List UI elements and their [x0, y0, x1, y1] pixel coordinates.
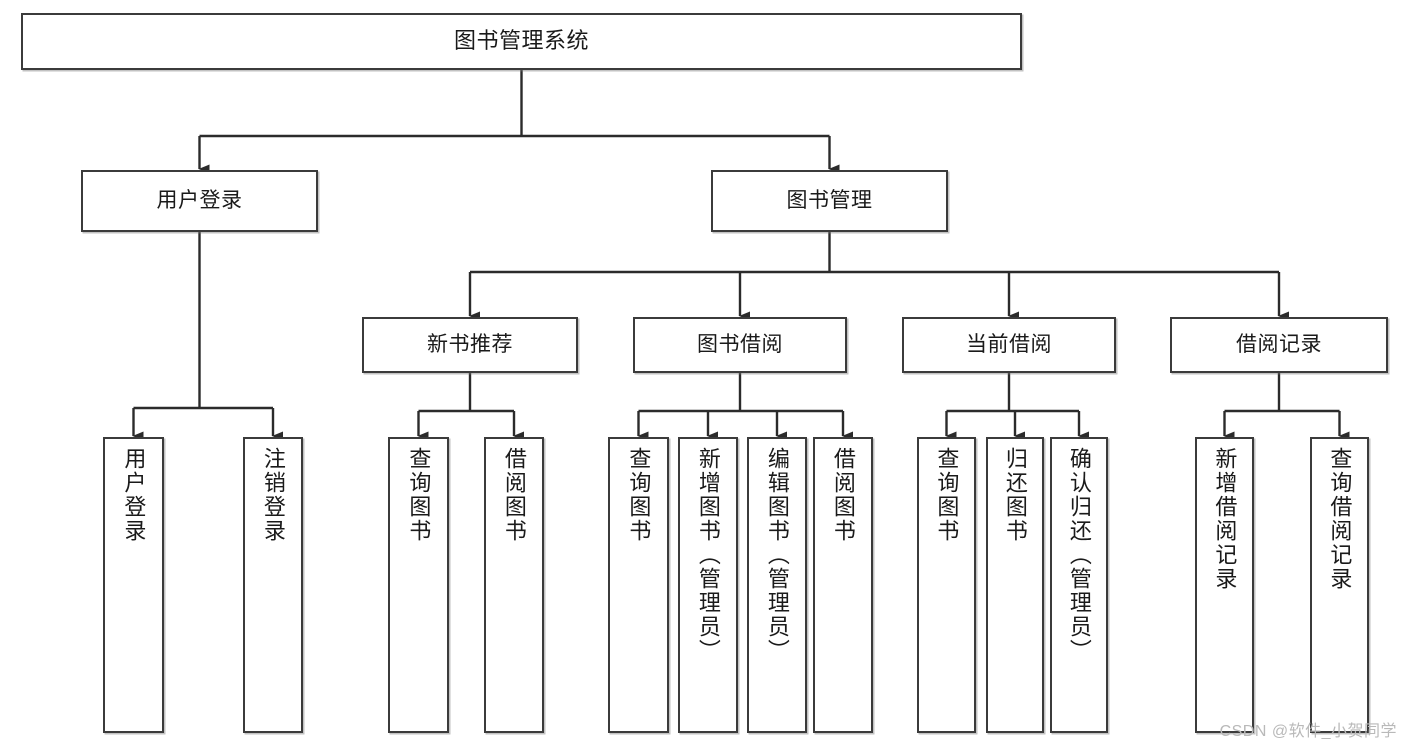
node-label: 图书管理系统 [453, 28, 589, 54]
node-leaf-5-新增图书管理员[interactable]: 新增图书（管理员） [678, 437, 738, 733]
node-leaf-4-查询图书[interactable]: 查询图书 [608, 437, 669, 733]
node-leaf-9-归还图书[interactable]: 归还图书 [986, 437, 1044, 733]
node-label: 图书借阅 [697, 333, 783, 357]
node-label: 编辑图书（管理员） [764, 447, 790, 663]
node-level2-图书管理[interactable]: 图书管理 [711, 170, 948, 232]
node-label: 新增图书（管理员） [695, 447, 721, 663]
node-label: 查询借阅记录 [1327, 447, 1353, 591]
node-label: 查询图书 [406, 447, 432, 543]
node-leaf-0-用户登录[interactable]: 用户登录 [103, 437, 164, 733]
node-level3-借阅记录[interactable]: 借阅记录 [1170, 317, 1388, 373]
node-level3-当前借阅[interactable]: 当前借阅 [902, 317, 1116, 373]
node-leaf-7-借阅图书[interactable]: 借阅图书 [813, 437, 873, 733]
node-level2-用户登录[interactable]: 用户登录 [81, 170, 318, 232]
node-label: 查询图书 [934, 447, 960, 543]
node-label: 新书推荐 [427, 333, 513, 357]
node-leaf-3-借阅图书[interactable]: 借阅图书 [484, 437, 544, 733]
node-label: 确认归还（管理员） [1066, 447, 1092, 663]
node-leaf-11-新增借阅记录[interactable]: 新增借阅记录 [1195, 437, 1254, 733]
node-label: 查询图书 [626, 447, 652, 543]
node-leaf-6-编辑图书管理员[interactable]: 编辑图书（管理员） [747, 437, 807, 733]
node-label: 注销登录 [260, 447, 286, 543]
node-label: 当前借阅 [966, 333, 1052, 357]
node-label: 借阅图书 [830, 447, 856, 543]
node-root-图书管理系统[interactable]: 图书管理系统 [21, 13, 1022, 70]
node-label: 归还图书 [1002, 447, 1028, 543]
node-leaf-12-查询借阅记录[interactable]: 查询借阅记录 [1310, 437, 1369, 733]
node-level3-图书借阅[interactable]: 图书借阅 [633, 317, 847, 373]
node-leaf-1-注销登录[interactable]: 注销登录 [243, 437, 303, 733]
node-label: 新增借阅记录 [1212, 447, 1238, 591]
node-label: 借阅图书 [501, 447, 527, 543]
csdn-watermark: CSDN @软件_小贺同学 [1219, 723, 1397, 740]
node-level3-新书推荐[interactable]: 新书推荐 [362, 317, 578, 373]
node-label: 图书管理 [786, 189, 873, 213]
node-leaf-2-查询图书[interactable]: 查询图书 [388, 437, 449, 733]
node-label: 用户登录 [121, 447, 147, 543]
node-leaf-10-确认归还管理员[interactable]: 确认归还（管理员） [1050, 437, 1108, 733]
node-leaf-8-查询图书[interactable]: 查询图书 [917, 437, 976, 733]
node-label: 用户登录 [156, 189, 243, 213]
node-label: 借阅记录 [1236, 333, 1322, 357]
